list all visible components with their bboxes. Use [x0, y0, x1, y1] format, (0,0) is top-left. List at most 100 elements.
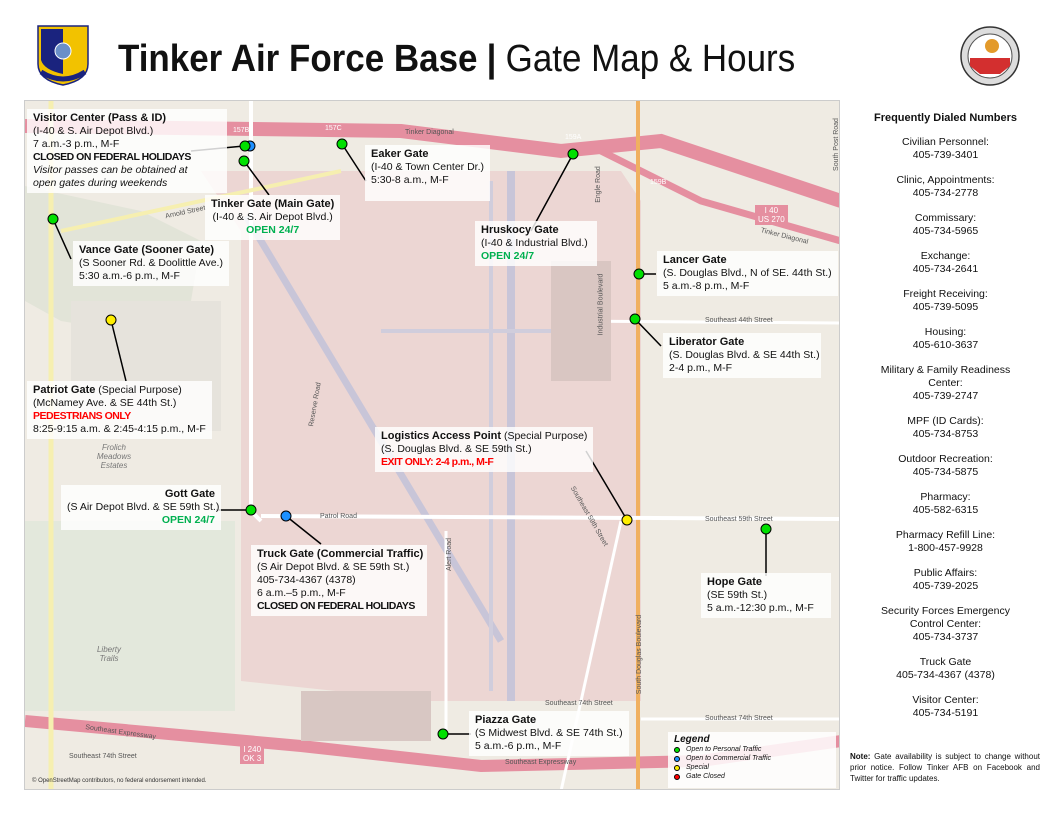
gate-status: OPEN 24/7: [481, 250, 535, 262]
gate-hours: 2-4 p.m., M-F: [669, 362, 733, 374]
gate-type: (Special Purpose): [95, 384, 182, 396]
phone-number: 405-582-6315: [912, 504, 979, 516]
phone-entry-label: Commissary:: [914, 212, 977, 224]
road-label: Patrol Road: [320, 513, 357, 520]
gate-info-logistics-access-point: Logistics Access Point (Special Purpose)…: [375, 427, 594, 472]
gate-name: Logistics Access Point: [381, 430, 502, 442]
gate-status: CLOSED ON FEDERAL HOLIDAYS: [33, 151, 191, 163]
phone-number: 405-610-3637: [912, 339, 979, 351]
road-label: Southeast 59th Street: [705, 516, 773, 523]
title-subtitle: Gate Map & Hours: [505, 38, 796, 80]
phone-entry-label: Pharmacy:: [920, 491, 971, 503]
gate-markers: [47, 138, 772, 740]
phone-entry-label: Public Affairs:: [913, 567, 978, 579]
road-label: South Douglas Boulevard: [636, 614, 644, 695]
phone-number: 405-734-5875: [912, 466, 979, 478]
phone-entry-label: Clinic, Appointments:: [896, 174, 995, 186]
marker-hope-gate: [760, 523, 772, 535]
phone-number: 405-734-8753: [912, 428, 979, 440]
gate-info-visitor-center: Visitor Center (Pass & ID) (I-40 & S. Ai…: [27, 109, 227, 193]
gate-location: (I-40 & S. Air Depot Blvd.): [212, 211, 333, 223]
se-59th: [260, 514, 839, 521]
phone-entry: Visitor Center:405-734-5191: [848, 694, 1043, 720]
marker-patriot-gate: [105, 314, 117, 326]
gate-info-piazza-gate: Piazza Gate (S Midwest Blvd. & SE 74th S…: [469, 711, 629, 756]
title-separator: |: [486, 38, 497, 80]
phone-number: 405-739-3401: [912, 149, 979, 161]
gate-hours: 6 a.m.–5 p.m., M-F: [257, 587, 346, 599]
gate-status: EXIT ONLY: 2-4 p.m., M-F: [381, 456, 494, 468]
gate-location: (I-40 & Town Center Dr.): [371, 161, 485, 173]
road-label: Southeast Expressway: [505, 759, 577, 766]
phone-number: 405-739-2747: [912, 390, 979, 402]
phone-entry: Military & Family Readiness Center:405-7…: [848, 364, 1043, 403]
legend-title: Legend: [674, 734, 710, 745]
gate-type: (Special Purpose): [501, 430, 588, 442]
phone-number: 405-739-5095: [912, 301, 979, 313]
gate-location: (I-40 & Industrial Blvd.): [481, 237, 588, 249]
gate-info-gott-gate: Gott Gate (S Air Depot Blvd. & SE 59th S…: [61, 485, 221, 530]
marker-visitor-center: [239, 140, 251, 152]
marker-liberator-gate: [629, 313, 641, 325]
gate-info-liberator-gate: Liberator Gate (S. Douglas Blvd. & SE 44…: [663, 333, 821, 378]
phone-number: 405-734-5191: [912, 707, 979, 719]
phone-entry: Commissary:405-734-5965: [848, 212, 1043, 238]
marker-hruskocy-gate: [567, 148, 579, 160]
exit-label: 159B: [650, 179, 667, 186]
gate-info-hope-gate: Hope Gate (SE 59th St.) 5 a.m.-12:30 p.m…: [701, 573, 831, 618]
phone-entry-label: Security Forces Emergency Control Center…: [881, 605, 1010, 630]
gate-name: Vance Gate (Sooner Gate): [79, 244, 215, 256]
phone-number: 405-734-4367 (4378): [896, 669, 995, 681]
page-title: Tinker Air Force Base|Gate Map & Hours: [118, 38, 795, 81]
gate-status: CLOSED ON FEDERAL HOLIDAYS: [257, 600, 415, 612]
gate-name: Tinker Gate (Main Gate): [211, 198, 335, 210]
gate-name: Piazza Gate: [475, 714, 537, 726]
phone-entry-label: Freight Receiving:: [903, 288, 988, 300]
phone-number: 405-734-3737: [912, 631, 979, 643]
phone-entry-label: Pharmacy Refill Line:: [895, 529, 996, 541]
blue-dot-icon: [674, 755, 680, 762]
phone-entry-label: Truck Gate: [919, 656, 972, 668]
gate-location: (SE 59th St.): [707, 589, 768, 601]
gate-phone: 405-734-4367 (4378): [257, 574, 356, 586]
road-label: Tinker Diagonal: [405, 129, 454, 136]
legend-item-special: Special: [674, 763, 830, 772]
phone-entry: Housing:405-610-3637: [848, 326, 1043, 352]
place-label-frolich: Frolich Meadows Estates: [96, 443, 132, 470]
road-label: South Post Road: [832, 118, 840, 171]
phone-entry: MPF (ID Cards):405-734-8753: [848, 415, 1043, 441]
gate-note: open gates during weekends: [33, 177, 168, 189]
gate-name: Hruskocy Gate: [481, 224, 559, 236]
phone-entry-label: Military & Family Readiness Center:: [880, 364, 1011, 389]
gate-hours: 5:30 a.m.-6 p.m., M-F: [79, 270, 180, 282]
red-dot-icon: [674, 773, 680, 780]
road-label: Engle Road: [594, 166, 602, 203]
road-label: Southeast 74th Street: [545, 700, 613, 707]
title-base-name: Tinker Air Force Base: [118, 38, 478, 80]
gate-hours: 5:30-8 a.m., M-F: [371, 174, 449, 186]
gate-map[interactable]: Tinker Diagonal Tinker Diagonal Arnold S…: [24, 100, 840, 790]
marker-tinker-gate: [238, 155, 250, 167]
road-label: Industrial Boulevard: [597, 273, 605, 336]
gate-name: Gott Gate: [164, 488, 215, 500]
phone-number: 1-800-457-9928: [908, 542, 983, 554]
72d-air-base-wing-shield-logo: [37, 25, 89, 86]
gate-status: PEDESTRIANS ONLY: [33, 410, 131, 422]
gate-hours: 5 a.m.-8 p.m., M-F: [663, 280, 750, 292]
road-label: Southeast 74th Street: [69, 753, 137, 760]
phone-entry-label: Housing:: [924, 326, 967, 338]
phone-entry-label: Exchange:: [920, 250, 971, 262]
gate-name: Visitor Center (Pass & ID): [33, 112, 167, 124]
sidebar-title: Frequently Dialed Numbers: [873, 112, 1018, 124]
exit-label: 159A: [565, 134, 582, 141]
gate-name: Hope Gate: [707, 576, 763, 588]
exit-label: 157C: [325, 125, 342, 132]
gate-name: Eaker Gate: [371, 148, 429, 160]
gate-hours: 5 a.m.-6 p.m., M-F: [475, 740, 562, 752]
marker-eaker-gate: [336, 138, 348, 150]
gate-hours: 7 a.m.-3 p.m., M-F: [33, 138, 120, 150]
phone-entry-label: Civilian Personnel:: [902, 136, 989, 148]
frequently-dialed-numbers: Frequently Dialed Numbers Civilian Perso…: [848, 112, 1043, 732]
